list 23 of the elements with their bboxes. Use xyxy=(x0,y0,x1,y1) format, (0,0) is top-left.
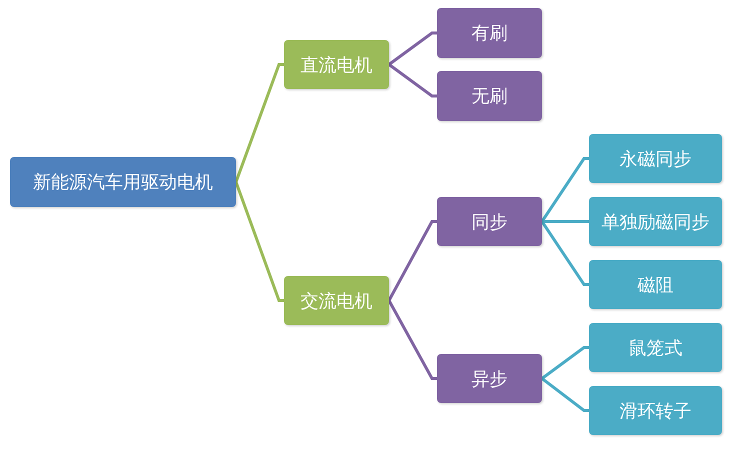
category-box: 直流电机 xyxy=(284,40,389,89)
category-box: 无刷 xyxy=(437,71,542,121)
category-box: 单独励磁同步 xyxy=(589,197,722,246)
category-box: 交流电机 xyxy=(284,276,389,325)
connector-line xyxy=(541,346,589,380)
category-box: 磁阻 xyxy=(589,260,722,309)
category-box: 同步 xyxy=(437,197,542,246)
connector-line xyxy=(540,220,589,286)
category-box: 异步 xyxy=(437,354,542,403)
connector-line xyxy=(234,181,284,302)
connector-line xyxy=(388,300,437,380)
connector-line xyxy=(542,220,589,223)
category-box: 永磁同步 xyxy=(589,134,722,183)
connector-line xyxy=(541,377,589,412)
connector-line xyxy=(388,63,437,98)
category-box: 有刷 xyxy=(437,8,542,58)
category-box: 鼠笼式 xyxy=(589,323,722,372)
connector-line xyxy=(388,220,437,302)
connector-line xyxy=(540,157,589,222)
category-box: 滑环转子 xyxy=(589,386,722,435)
connector-line xyxy=(234,63,284,183)
connector-line xyxy=(388,32,437,66)
category-box: 新能源汽车用驱动电机 xyxy=(10,157,236,207)
